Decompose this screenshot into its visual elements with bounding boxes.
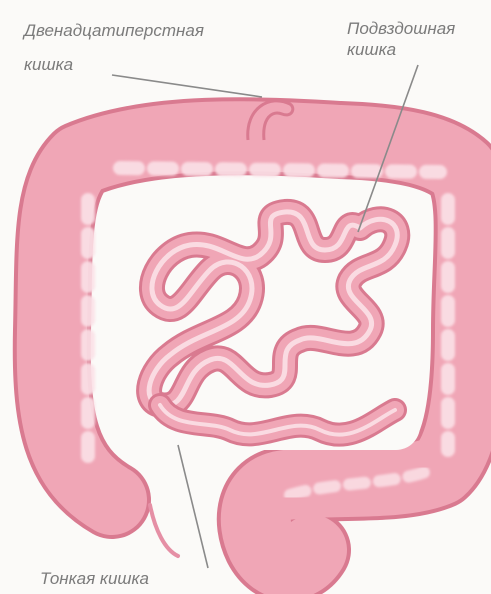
small-intestine-leader-line [178,445,208,568]
duodenum-leader-line [112,75,262,97]
label-ileum-line1: Подвздошная [347,18,455,39]
label-small-intestine: Тонкая кишка [40,568,149,589]
label-duodenum: Двенадцатиперстная кишка [24,20,204,75]
label-ileum-line2: кишка [347,39,455,60]
label-duodenum-line2: кишка [24,54,204,75]
label-ileum: Подвздошная кишка [347,18,455,60]
label-duodenum-line1: Двенадцатиперстная [24,20,204,41]
